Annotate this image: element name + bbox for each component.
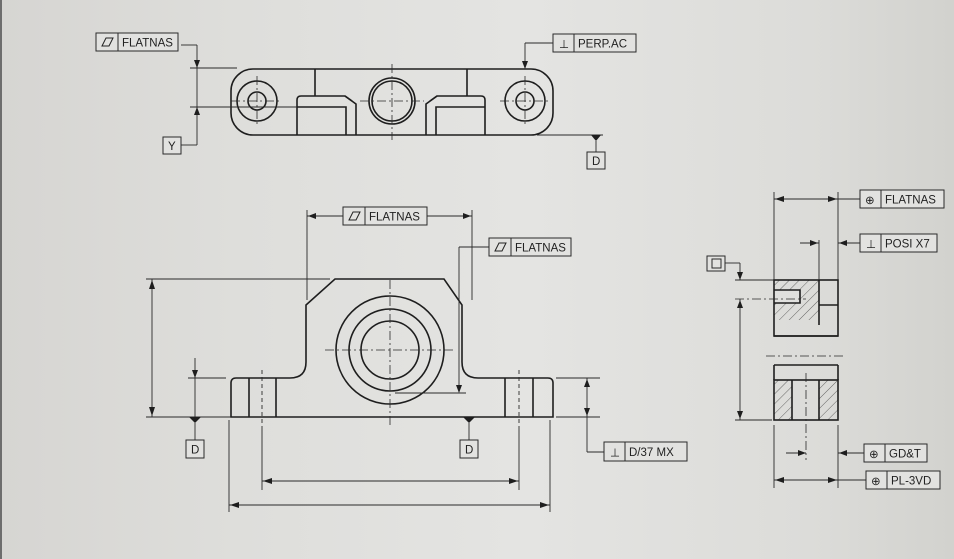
datum-d-top: D [586,151,606,170]
fcf-front-flatness-right: FLATNAS [488,237,572,257]
fcf-front-perpendicular: ⊥ D/37 MX [603,441,688,462]
fcf-text: FLATNAS [369,212,420,224]
datum-y: Y [162,136,182,155]
fcf-text: GD&T [889,449,921,461]
fcf-top-perpendicular: ⊥ PERP.AC [552,33,637,53]
fcf-side-position-bottom: ⊕ PL-3VD [865,470,941,490]
top-view [181,42,603,152]
position-icon: ⊕ [865,195,875,207]
fcf-front-flatness-top: FLATNAS [342,206,428,226]
fcf-text: FLATNAS [885,195,936,207]
fcf-text: FLATNAS [122,38,173,50]
position-icon: ⊕ [871,476,881,488]
fcf-text: PL-3VD [891,476,931,488]
fcf-text: PERP.AC [578,39,627,51]
datum-letter: D [465,445,473,457]
front-view-outline [230,278,554,418]
flatness-icon [101,37,114,47]
fcf-top-flatness: FLATNAS [95,32,179,52]
datum-d-left: D [185,439,205,459]
perpendicular-icon: ⊥ [866,239,876,251]
datum-letter: D [191,445,199,457]
datum-letter: Y [168,141,176,153]
datum-letter: D [592,156,600,168]
datum-d-center: D [459,439,479,459]
fcf-text: FLATNAS [515,243,566,255]
flatness-box-icon [711,258,722,269]
flatness-icon [348,211,361,221]
flatness-icon [494,242,507,252]
front-view [146,210,604,512]
side-view [725,192,866,488]
fcf-side-perpendicular: ⊥ POSI X7 [859,233,938,253]
perpendicular-icon: ⊥ [610,448,620,460]
fcf-text: D/37 MX [629,447,674,459]
position-icon: ⊕ [869,449,879,461]
fcf-side-small [706,255,726,272]
fcf-side-position-gdt: ⊕ GD&T [863,443,928,463]
photo-edge [0,0,2,559]
fcf-side-position-top: ⊕ FLATNAS [859,189,945,209]
fcf-text: POSI X7 [885,239,930,251]
perpendicular-icon: ⊥ [559,39,569,51]
